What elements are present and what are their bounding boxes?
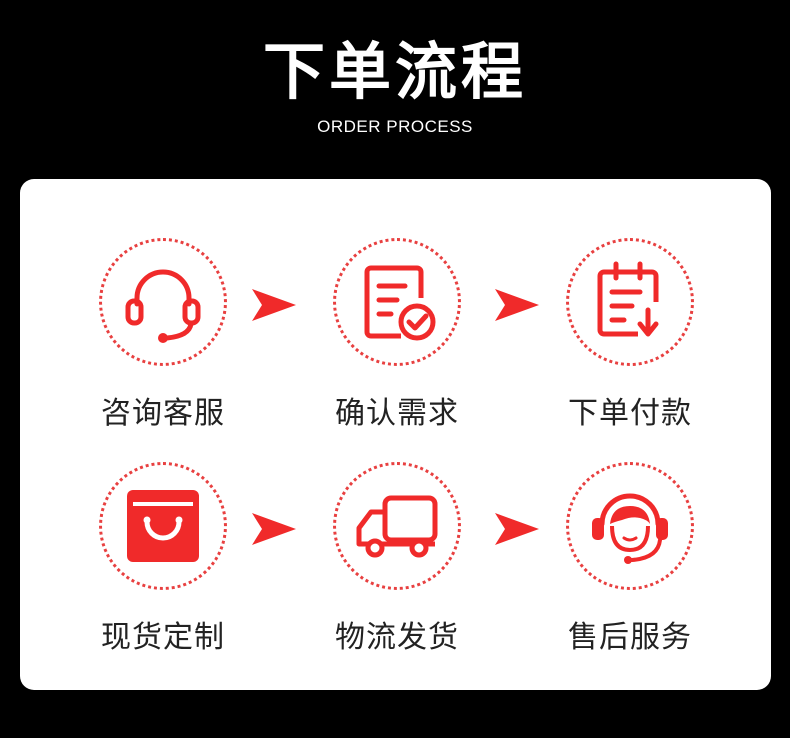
step-shipping: 物流发货 bbox=[307, 462, 487, 656]
arrow-right-icon bbox=[495, 513, 539, 545]
customer-service-agent-icon bbox=[592, 493, 668, 564]
page-title: 下单流程 bbox=[262, 35, 527, 108]
step-after-sales: 售后服务 bbox=[540, 462, 720, 656]
headset-icon bbox=[125, 269, 201, 343]
step-circle bbox=[566, 238, 694, 366]
arrow-right-icon bbox=[495, 289, 539, 321]
step-label: 下单付款 bbox=[568, 396, 692, 431]
delivery-truck-icon bbox=[356, 495, 438, 558]
step-label: 确认需求 bbox=[335, 396, 459, 431]
step-circle bbox=[99, 462, 227, 590]
step-circle bbox=[333, 238, 461, 366]
arrow-right-icon bbox=[252, 289, 296, 321]
step-label: 物流发货 bbox=[335, 620, 459, 655]
step-circle bbox=[99, 238, 227, 366]
clipboard-download-icon bbox=[597, 261, 659, 337]
step-circle bbox=[566, 462, 694, 590]
shopping-bag-icon bbox=[127, 490, 199, 562]
step-label: 咨询客服 bbox=[101, 396, 225, 431]
step-label: 现货定制 bbox=[101, 620, 225, 655]
step-circle bbox=[333, 462, 461, 590]
document-check-icon bbox=[364, 265, 436, 341]
step-payment: 下单付款 bbox=[540, 238, 720, 432]
step-label: 售后服务 bbox=[568, 620, 692, 655]
process-panel: 咨询客服 确认需求 bbox=[20, 179, 771, 690]
step-consult: 咨询客服 bbox=[73, 238, 253, 432]
arrow-right-icon bbox=[252, 513, 296, 545]
step-confirm: 确认需求 bbox=[307, 238, 487, 432]
step-stock-custom: 现货定制 bbox=[73, 462, 253, 656]
page-subtitle: ORDER PROCESS bbox=[317, 117, 473, 136]
